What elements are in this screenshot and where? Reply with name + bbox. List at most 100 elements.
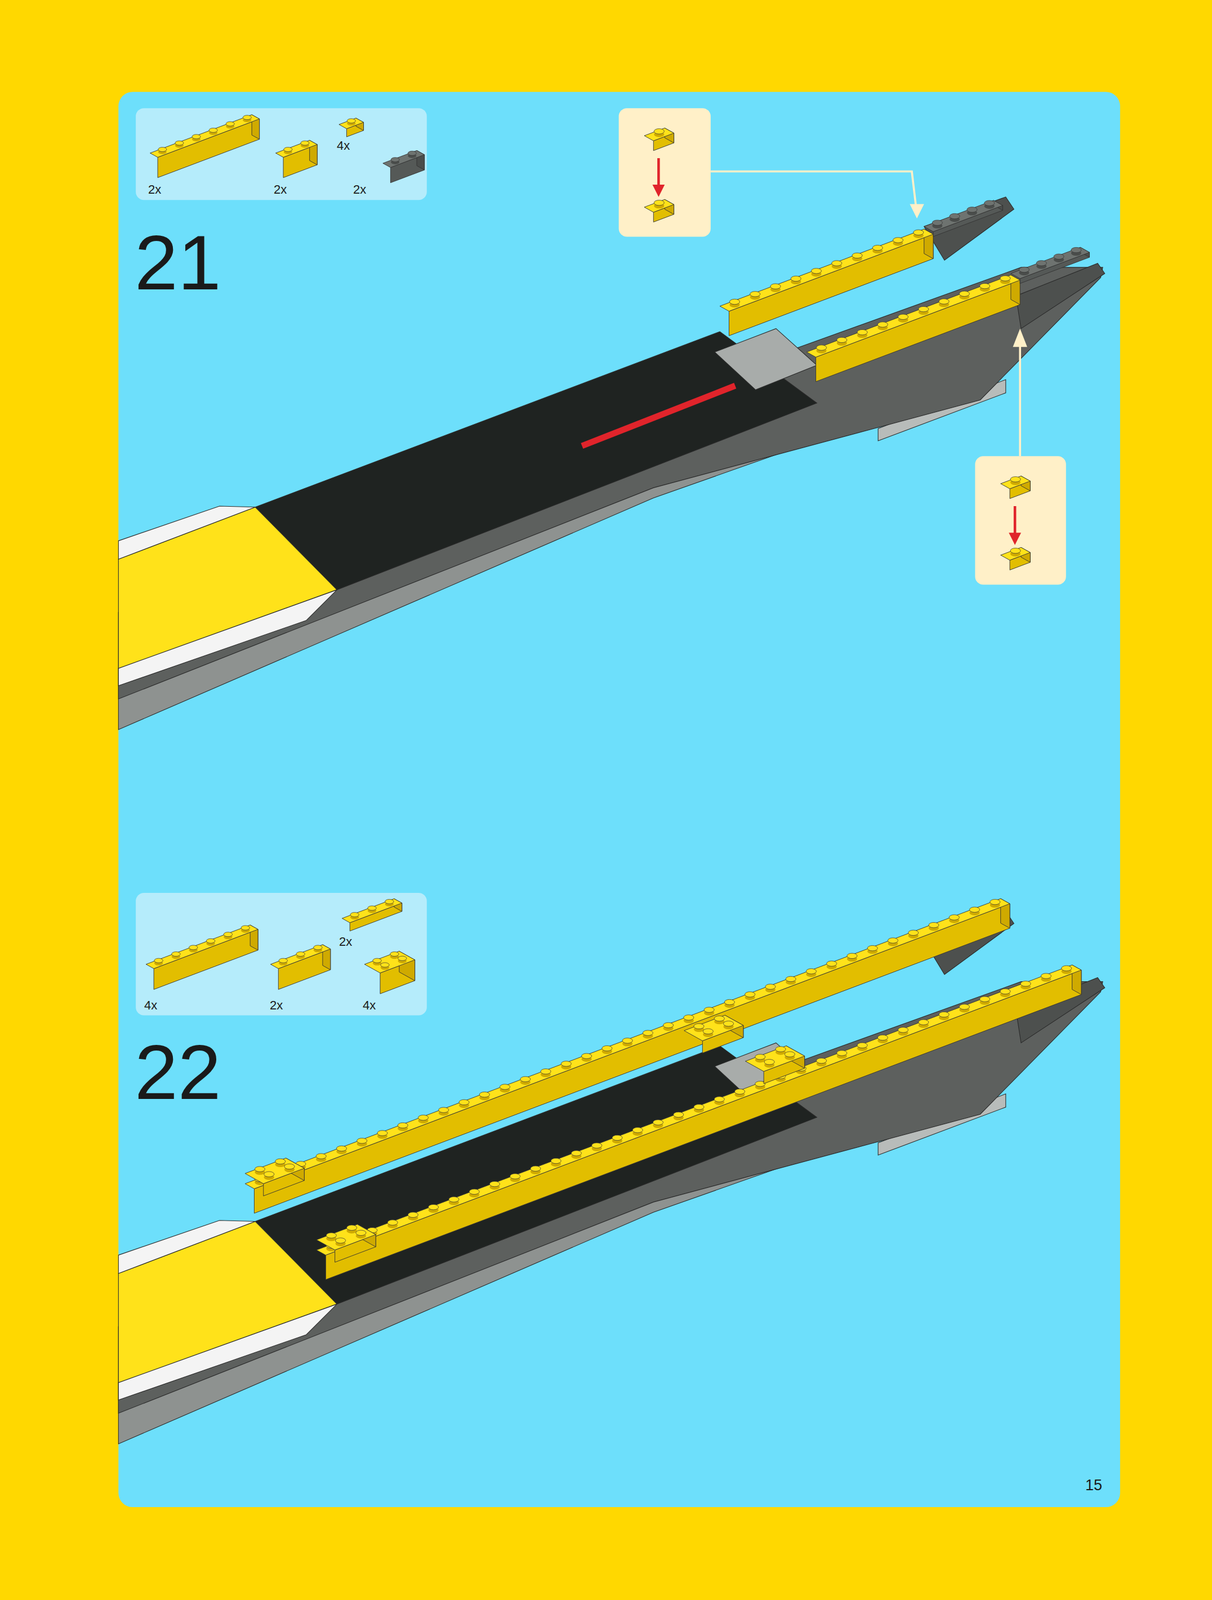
stud [877,1035,888,1041]
stud [225,121,235,127]
stud [969,907,980,913]
step-number: 21 [134,223,222,302]
stud [350,912,359,918]
stud [208,127,218,133]
part-count: 4x [336,139,350,153]
model-hull [118,197,1105,730]
brick-face [728,234,934,336]
stud [703,1007,715,1013]
callout-line [1018,336,1022,457]
part-count: 2x [148,183,162,196]
hull-part [255,331,817,591]
hull-part [118,1221,256,1274]
stud [857,1043,868,1049]
stud [750,291,761,297]
hull-part [118,506,256,560]
stud [591,1143,603,1149]
brick-face [325,970,1082,1281]
stud [499,1084,510,1090]
stud [836,1050,848,1056]
stud [275,1159,286,1165]
stud [438,1107,449,1113]
stud [918,306,929,312]
stud [632,1128,643,1134]
callout-box [974,456,1066,585]
step-number: 22 [134,1033,222,1112]
brick-top [244,1158,305,1184]
stud [785,976,796,982]
stud [520,1076,531,1082]
red-arrow [657,158,661,189]
stud [932,220,943,226]
stud [918,1019,929,1026]
stud [765,984,776,990]
stud [770,283,781,289]
page-number: 15 [1085,1478,1103,1494]
stud [1053,254,1064,260]
brick-top [145,925,258,969]
stud [241,925,250,931]
brick-top [341,898,402,924]
stud [390,157,400,163]
callout-arrowhead [1012,328,1027,348]
stud [984,200,995,206]
stud [959,291,970,297]
stud [428,1204,439,1210]
stud [805,969,817,975]
stud [357,1138,368,1144]
stud [223,932,233,938]
brick-top [719,229,934,312]
stud [1010,477,1021,483]
stud [346,1225,358,1231]
stud [602,1045,613,1051]
stud [816,1058,827,1064]
stud [816,345,827,351]
stud [560,1061,572,1067]
brick-top [270,945,331,970]
stud [612,1135,623,1141]
stud [469,1189,480,1195]
page-panel [118,91,1121,1508]
red-arrowhead [652,184,665,198]
stud [346,118,356,124]
stud [571,1151,582,1157]
stud [622,1038,633,1044]
stud [1040,973,1051,979]
callout-box [618,108,711,237]
stud [653,199,665,206]
stud [877,322,888,328]
stud [397,1123,408,1129]
stud [407,1212,418,1218]
part-count: 2x [353,183,367,196]
hull-part [924,197,1015,261]
stud [380,963,390,968]
stud [398,956,407,961]
stud [367,906,377,911]
stud [242,115,252,120]
stud [283,147,293,153]
brick-top [316,965,1082,1256]
stud [326,1233,337,1239]
stud [908,930,919,936]
stud [764,1059,775,1066]
stud [683,1015,694,1021]
hull-part [118,267,1103,700]
stud [723,1021,734,1027]
stud [872,244,883,251]
stud [852,252,863,258]
stud [154,958,163,964]
stud [1000,988,1011,995]
stud [550,1158,561,1164]
red-arrow [1013,506,1017,537]
stud [385,899,394,904]
stud [734,1089,745,1095]
stud [831,260,842,266]
stud [745,992,756,998]
brick-top [316,1224,376,1251]
stud [313,945,323,951]
stud [417,1115,429,1121]
stud [489,1181,500,1187]
stud [510,1174,521,1180]
stud [387,1220,398,1226]
model-hull [118,911,1105,1445]
